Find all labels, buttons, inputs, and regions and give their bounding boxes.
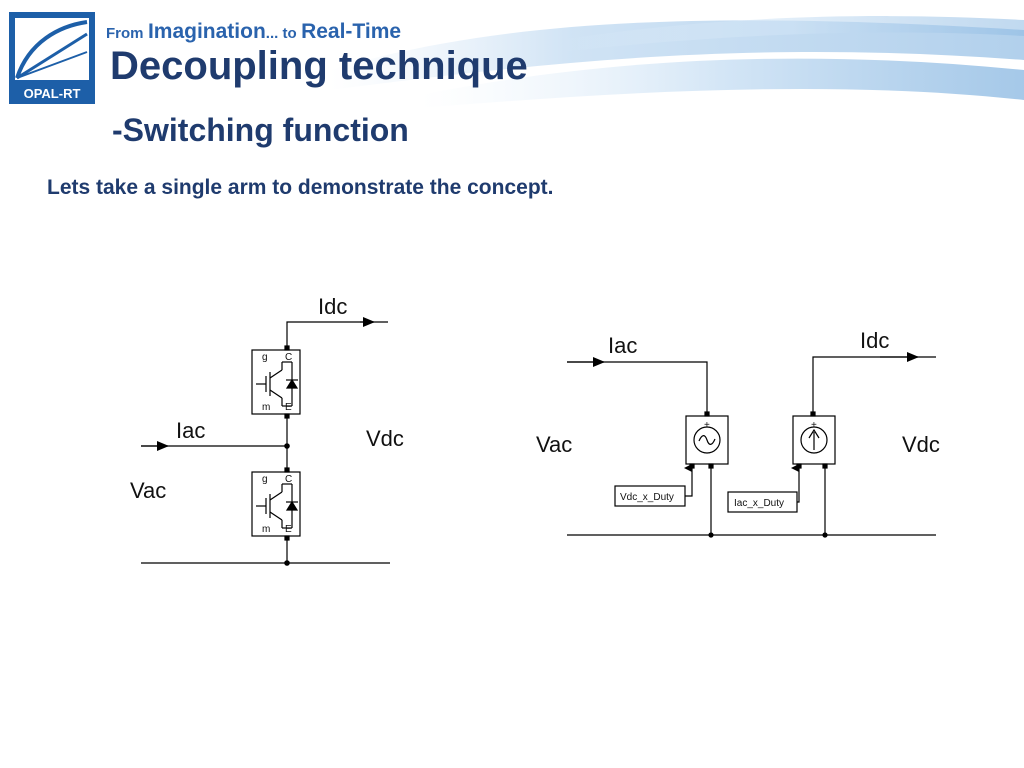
- left-vac-label: Vac: [130, 478, 166, 503]
- header-banner: [330, 16, 1024, 108]
- tagline-from: From: [106, 25, 144, 42]
- right-vac-label: Vac: [536, 432, 572, 457]
- opal-rt-logo: OPAL-RT: [9, 12, 95, 104]
- collector-label-2: C: [285, 474, 292, 485]
- plus-sign: +: [704, 420, 710, 431]
- controlled-voltage-source: +: [685, 411, 729, 469]
- left-circuit: g C m E: [141, 317, 390, 566]
- left-idc-label: Idc: [318, 294, 347, 319]
- tagline: From Imagination... to Real-Time: [106, 20, 401, 44]
- gate-label: g: [262, 352, 268, 363]
- right-vdc-label: Vdc: [902, 432, 940, 457]
- lower-igbt-block: g C m E: [251, 467, 301, 541]
- emitter-e-label-2: E: [285, 524, 292, 535]
- controlled-current-source: +: [792, 411, 836, 469]
- left-iac-label: Iac: [176, 418, 205, 443]
- slide-title: Decoupling technique: [110, 44, 528, 88]
- tagline-imagination: Imagination: [147, 20, 266, 43]
- right-idc-label: Idc: [860, 328, 889, 353]
- tagline-realtime: Real-Time: [301, 20, 402, 43]
- collector-label: C: [285, 352, 292, 363]
- plus-sign-2: +: [811, 420, 817, 431]
- vdc-x-duty-label: Vdc_x_Duty: [620, 492, 674, 503]
- slide-subtitle: -Switching function: [112, 112, 409, 148]
- idc-wire: [286, 321, 388, 350]
- voltage-signal-wire: [684, 464, 693, 497]
- iac-x-duty-label: Iac_x_Duty: [734, 498, 784, 509]
- right-idc-wire: [812, 356, 936, 416]
- right-circuit: + +: [567, 352, 936, 538]
- left-vdc-label: Vdc: [366, 426, 404, 451]
- logo-text: OPAL-RT: [24, 86, 81, 101]
- iac-x-duty-box: [727, 491, 798, 513]
- tagline-to: ... to: [265, 25, 297, 42]
- right-iac-wire: [567, 361, 708, 416]
- upper-igbt-block: g C m E: [251, 345, 301, 419]
- emitter-label-2: m: [262, 524, 270, 535]
- right-iac-label: Iac: [608, 333, 637, 358]
- vdc-x-duty-box: [614, 485, 686, 507]
- emitter-e-label: E: [285, 402, 292, 413]
- emitter-label: m: [262, 402, 270, 413]
- gate-label-2: g: [262, 474, 268, 485]
- current-signal-wire: [791, 464, 800, 503]
- body-text: Lets take a single arm to demonstrate th…: [47, 176, 554, 199]
